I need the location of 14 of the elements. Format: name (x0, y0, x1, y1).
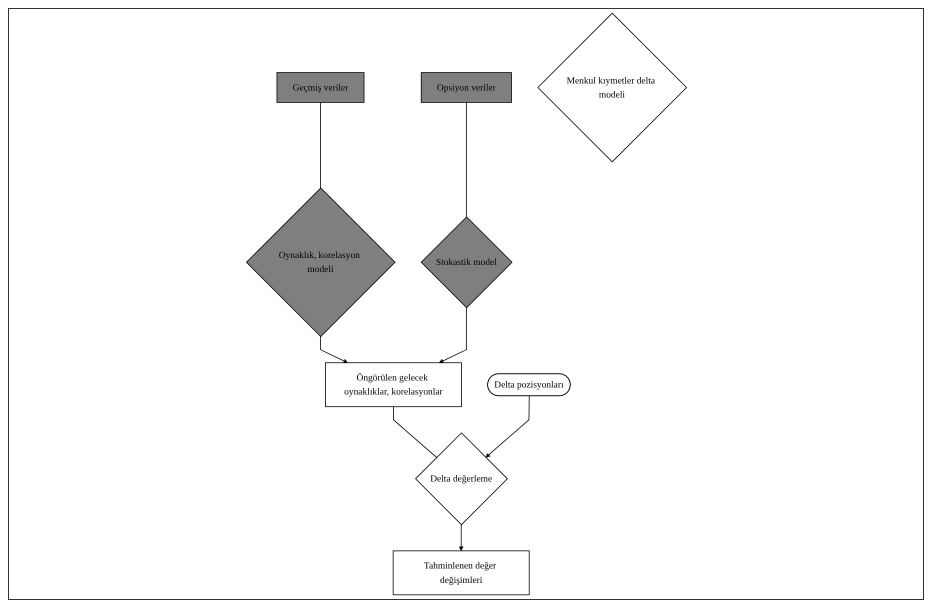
connector (465, 102, 466, 218)
node-diamond: Stokastik model (420, 216, 512, 308)
node-box: Geçmiş veriler (276, 72, 364, 103)
arrow (438, 307, 466, 364)
arrow (458, 524, 463, 552)
node-box: Opsiyon veriler (420, 72, 512, 103)
arrow (320, 336, 348, 364)
node-diamond: Oynaklık, korelasyon modeli (245, 187, 396, 338)
arrow (485, 396, 530, 458)
node-diamond: Menkul kıymetler delta modeli (536, 12, 687, 162)
node-box: Tahminlenen değer değişimleri (392, 550, 530, 596)
node-diamond: Delta değerleme (414, 432, 508, 526)
connector (392, 406, 437, 458)
node-box: Öngörülen gelecek oynaklıklar, korelasyonlar (324, 362, 462, 408)
